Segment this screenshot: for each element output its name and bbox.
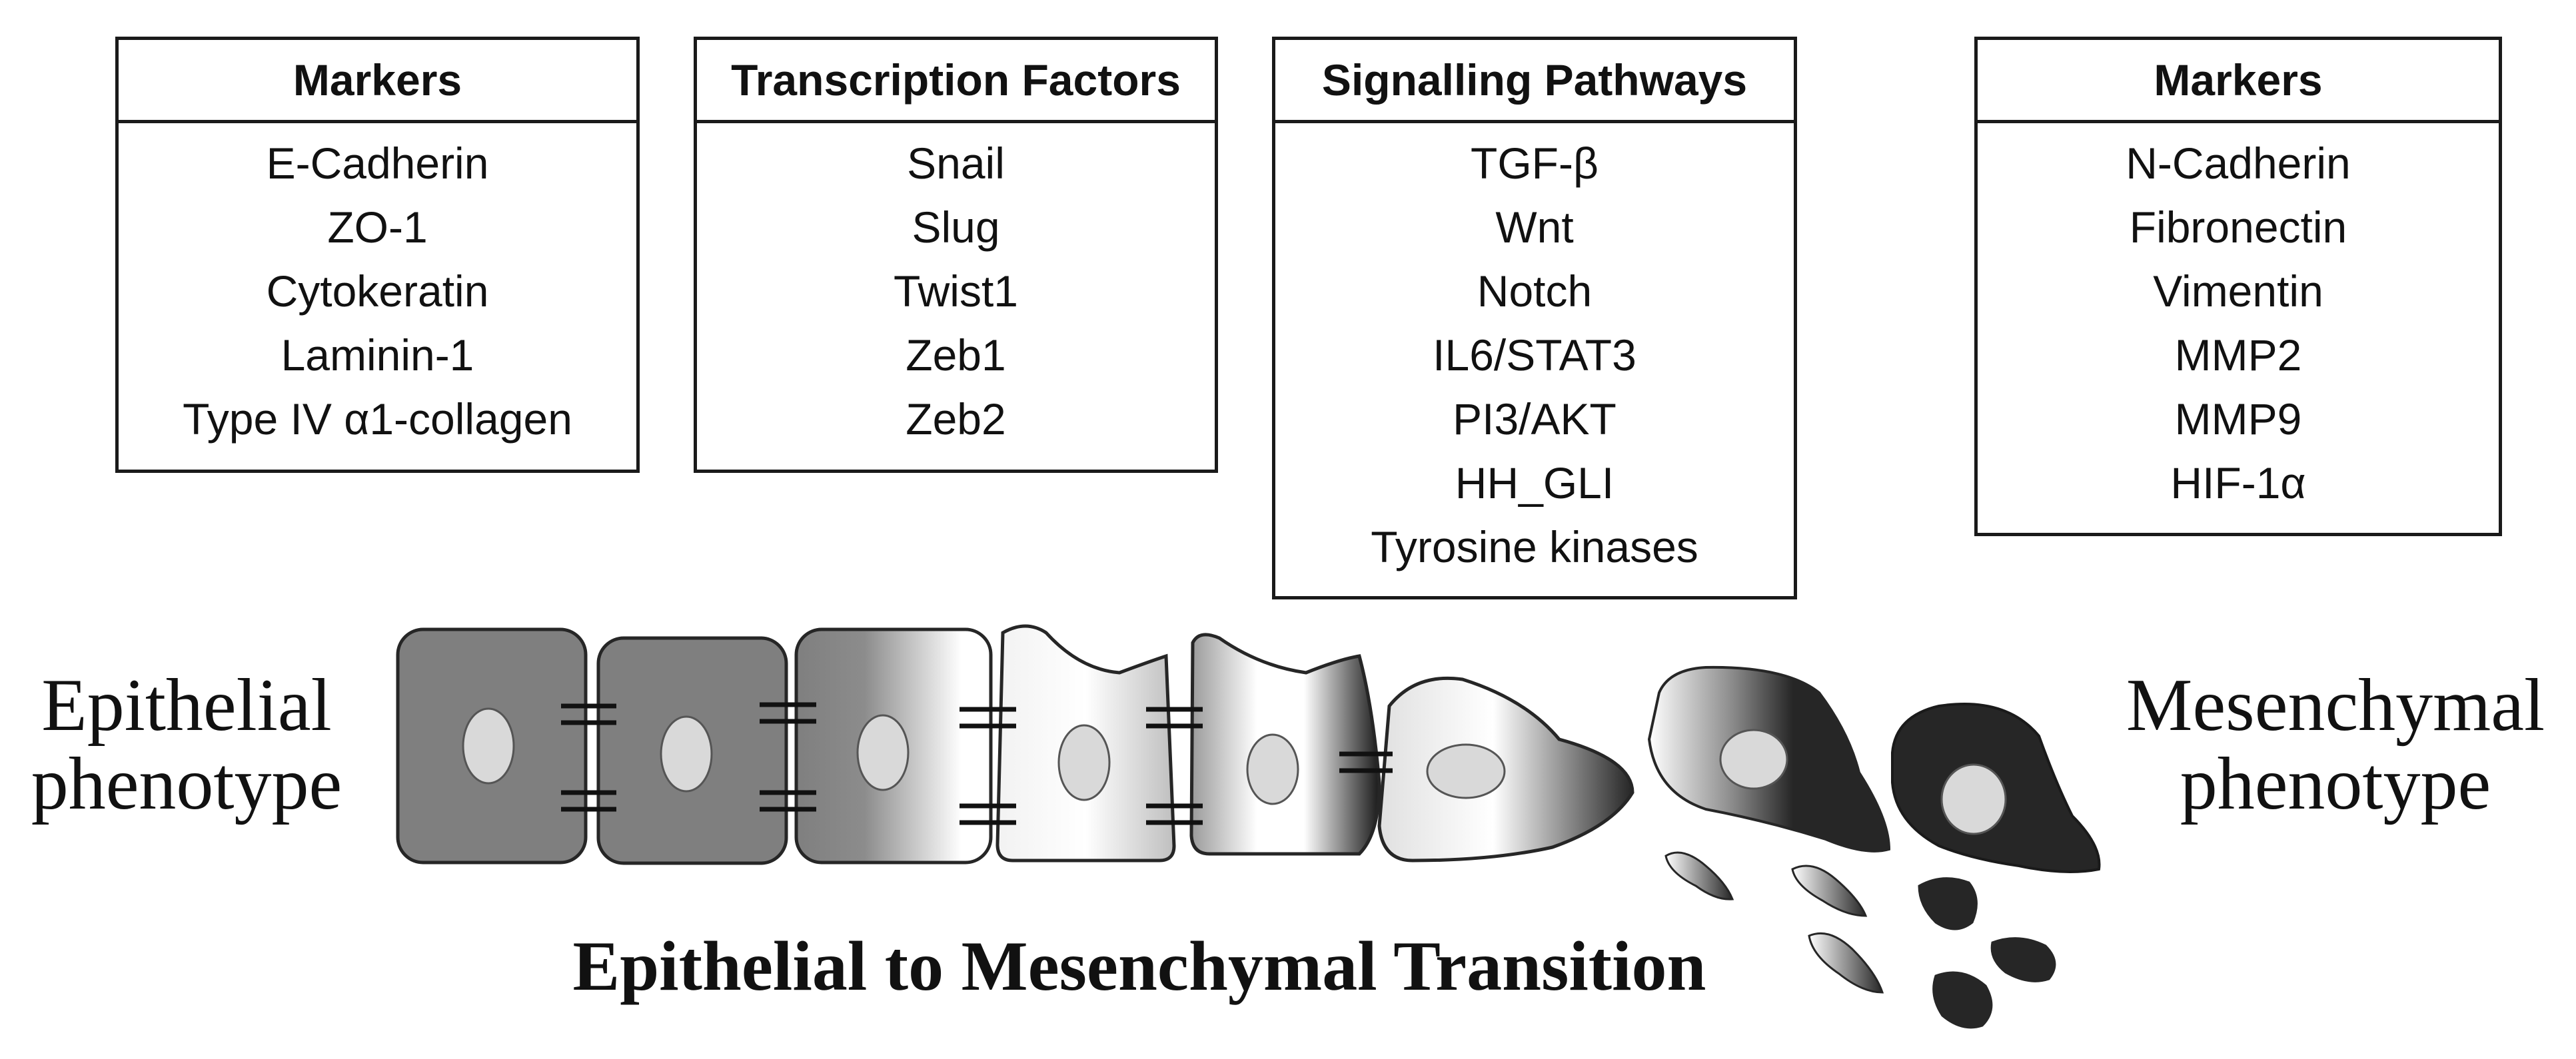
box-item-list: TGF-β Wnt Notch IL6/STAT3 PI3/AKT HH_GLI… — [1275, 123, 1794, 579]
box-item: MMP9 — [2174, 394, 2302, 444]
migrating-cell-7 — [1647, 665, 1891, 853]
epithelial-cell-2 — [596, 636, 788, 865]
box-item: HIF-1α — [2170, 458, 2306, 508]
signalling-pathways-box: Signalling Pathways TGF-β Wnt Notch IL6/… — [1272, 37, 1797, 599]
box-item: E-Cadherin — [266, 139, 489, 188]
label-line: phenotype — [2180, 743, 2491, 825]
epithelial-cell-1 — [396, 627, 588, 865]
box-item: Snail — [907, 139, 1005, 188]
nucleus — [1719, 729, 1788, 790]
transcription-factors-box: Transcription Factors Snail Slug Twist1 … — [694, 37, 1218, 473]
label-line: Mesenchymal — [2126, 664, 2545, 747]
box-item-list: E-Cadherin ZO-1 Cytokeratin Laminin-1 Ty… — [119, 123, 636, 451]
box-item: MMP2 — [2174, 330, 2302, 380]
box-item: Tyrosine kinases — [1371, 522, 1698, 571]
box-item: Zeb1 — [906, 330, 1006, 380]
box-item: Vimentin — [2153, 266, 2323, 316]
nucleus — [462, 707, 515, 785]
epithelial-markers-box: Markers E-Cadherin ZO-1 Cytokeratin Lami… — [115, 37, 640, 473]
box-item: TGF-β — [1471, 139, 1599, 188]
mesenchymal-cell-8 — [1891, 703, 2101, 873]
nucleus — [660, 715, 713, 793]
box-item-list: N-Cadherin Fibronectin Vimentin MMP2 MMP… — [1978, 123, 2499, 515]
box-header: Markers — [119, 40, 636, 123]
cell-junctions — [561, 702, 1393, 825]
label-line: Epithelial — [41, 664, 332, 747]
box-item: Wnt — [1495, 202, 1574, 252]
box-header: Transcription Factors — [697, 40, 1215, 123]
label-line: phenotype — [31, 743, 342, 825]
box-item: Type IV α1-collagen — [183, 394, 572, 444]
box-header: Markers — [1978, 40, 2499, 123]
box-item: HH_GLI — [1455, 458, 1614, 508]
box-item: Fibronectin — [2129, 202, 2347, 252]
mesenchymal-phenotype-label: Mesenchymal phenotype — [2106, 666, 2565, 823]
box-item: IL6/STAT3 — [1433, 330, 1636, 380]
box-item: PI3/AKT — [1453, 394, 1616, 444]
nucleus — [856, 714, 910, 791]
box-item: Notch — [1477, 266, 1593, 316]
nucleus — [1940, 763, 2007, 835]
box-item: Slug — [912, 202, 1000, 252]
box-item-list: Snail Slug Twist1 Zeb1 Zeb2 — [697, 123, 1215, 451]
box-item: Cytokeratin — [266, 266, 489, 316]
box-item: Twist1 — [893, 266, 1019, 316]
nucleus — [1246, 733, 1299, 805]
box-item: N-Cadherin — [2126, 139, 2351, 188]
box-item: Laminin-1 — [281, 330, 474, 380]
transitioning-cell-3 — [794, 627, 993, 865]
transitioning-cell-5 — [1189, 633, 1381, 856]
box-header: Signalling Pathways — [1275, 40, 1794, 123]
migrating-cell-fragments — [1664, 851, 2056, 1029]
diagram-title: Epithelial to Mesenchymal Transition — [572, 927, 1706, 1005]
nucleus — [1426, 743, 1506, 799]
transitioning-cell-4 — [995, 624, 1176, 863]
box-item: ZO-1 — [327, 202, 428, 252]
box-item: Zeb2 — [906, 394, 1006, 444]
nucleus — [1057, 724, 1111, 801]
epithelial-phenotype-label: Epithelial phenotype — [7, 666, 366, 823]
transitioning-cell-6 — [1377, 676, 1634, 863]
mesenchymal-markers-box: Markers N-Cadherin Fibronectin Vimentin … — [1974, 37, 2502, 536]
